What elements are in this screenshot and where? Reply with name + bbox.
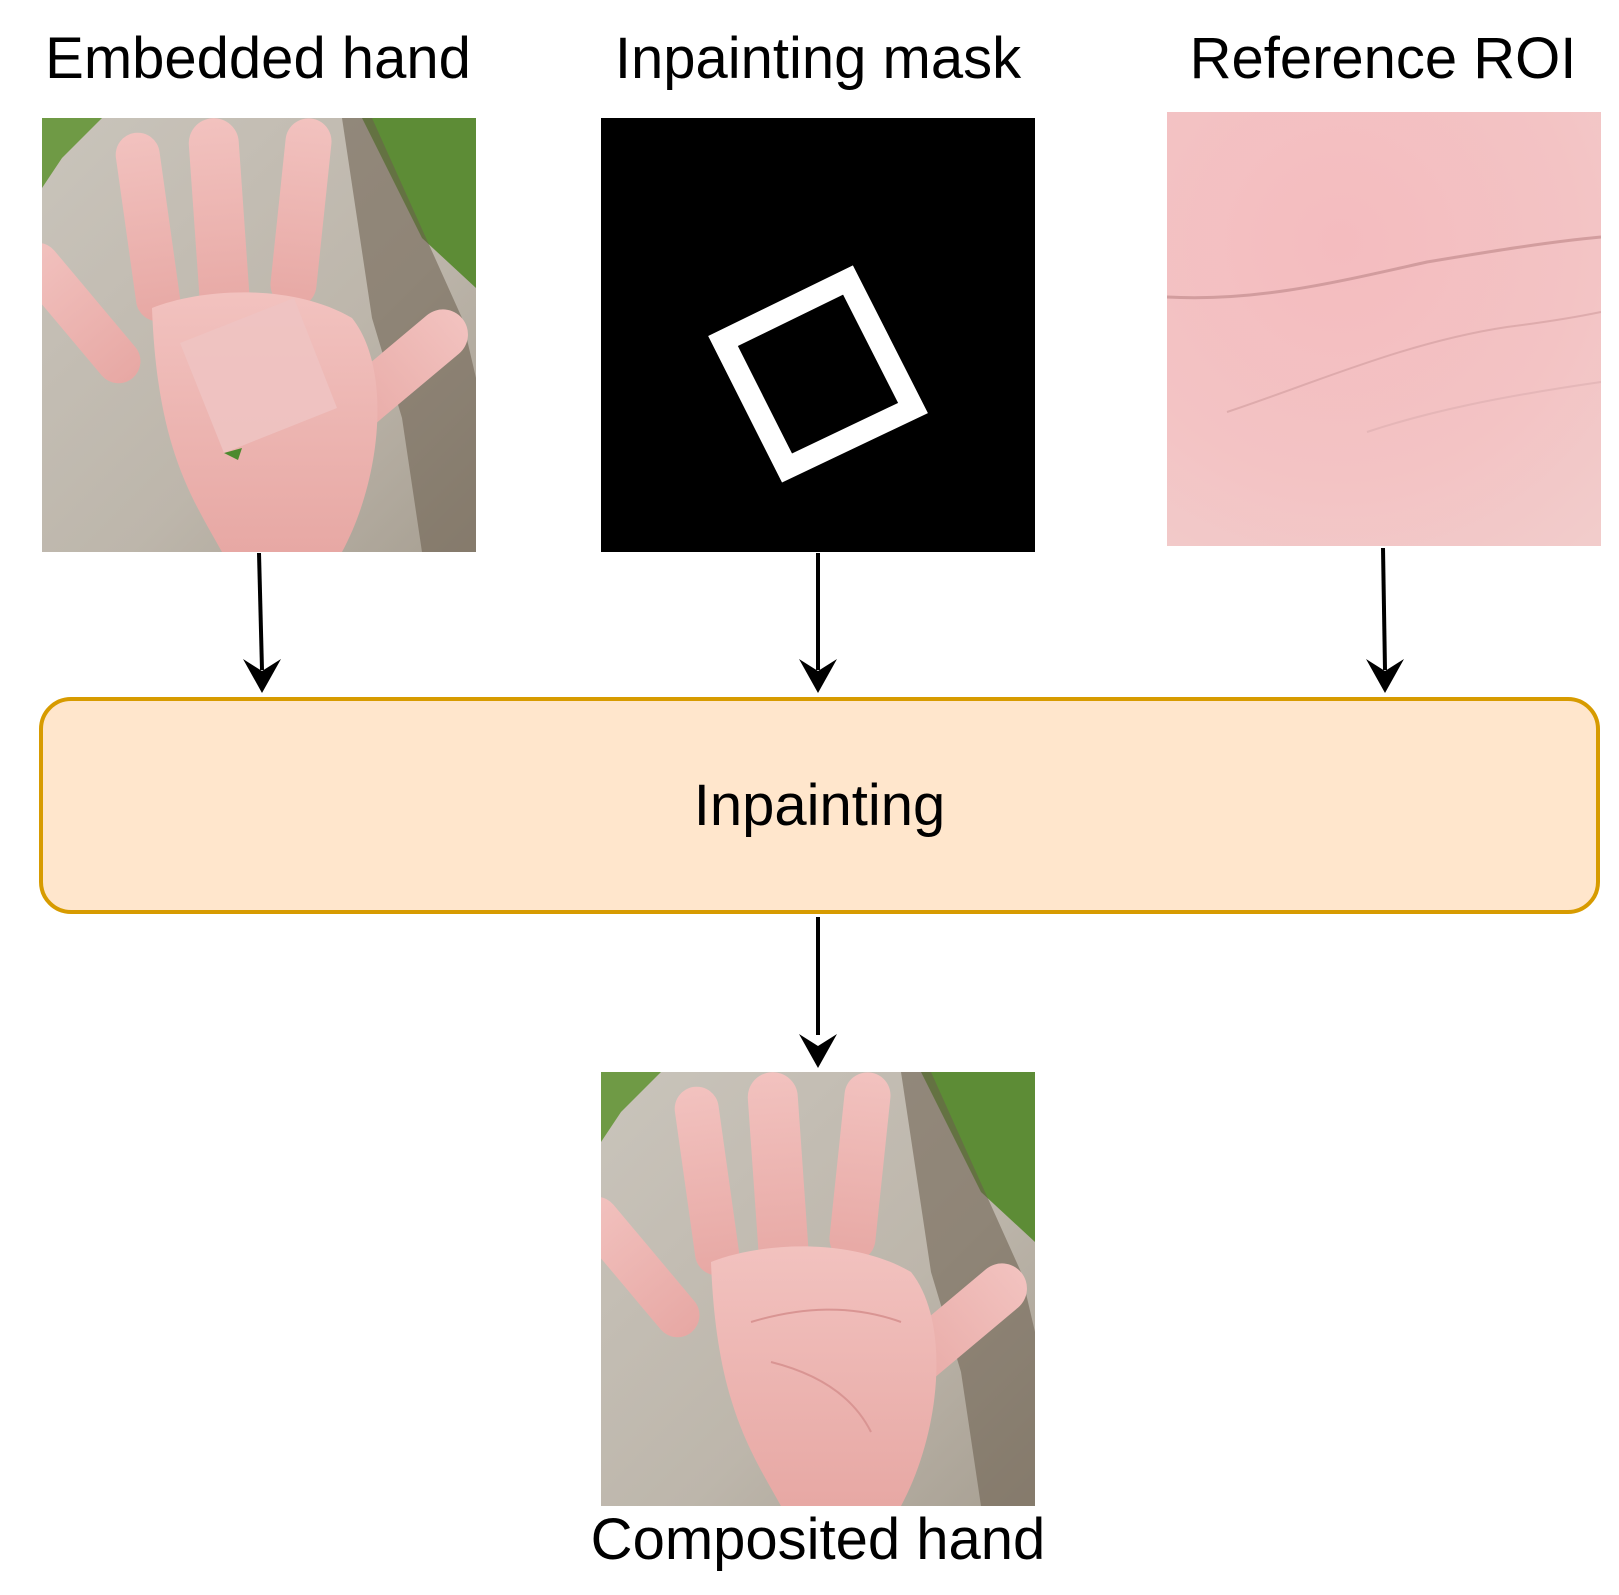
composited-hand-image	[601, 1072, 1035, 1506]
composited-hand-title: Composited hand	[590, 1507, 1046, 1572]
reference-roi-title: Reference ROI	[1189, 26, 1577, 91]
embedded-hand-title: Embedded hand	[45, 26, 471, 91]
inpainting-process-box: Inpainting	[39, 697, 1600, 914]
arrow-embedded-to-inpainting	[257, 552, 264, 671]
arrowhead-output	[799, 1034, 837, 1068]
inpainting-mask-image	[601, 118, 1035, 552]
inpainting-mask-title: Inpainting mask	[614, 26, 1022, 91]
inpainting-process-label: Inpainting	[693, 772, 946, 838]
reference-roi-image	[1167, 112, 1601, 546]
arrowhead-roi	[1366, 659, 1404, 693]
arrowhead-mask	[799, 659, 837, 693]
arrow-roi-to-inpainting	[1381, 547, 1387, 671]
embedded-hand-image	[42, 118, 476, 552]
arrowhead-embedded	[243, 659, 281, 693]
